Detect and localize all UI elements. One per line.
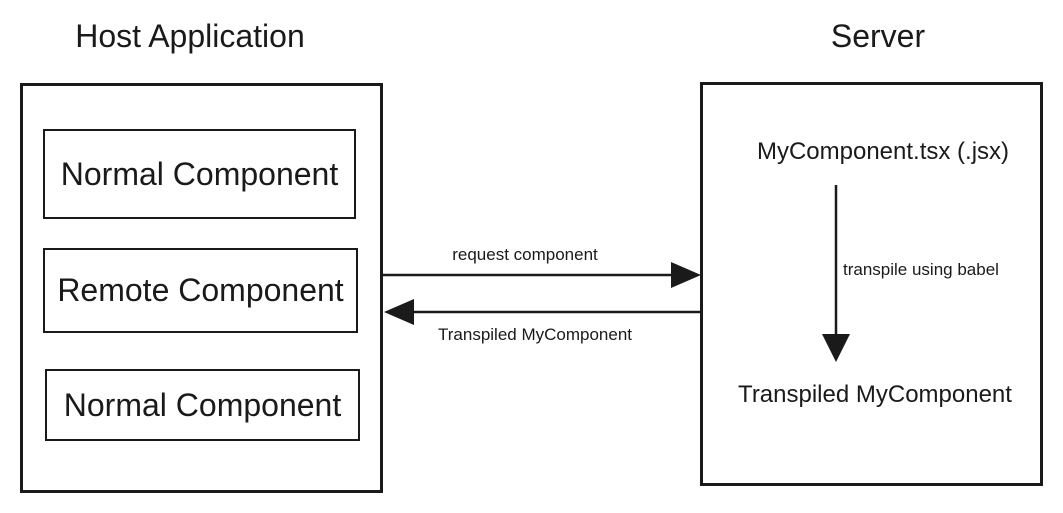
remote-component-box: Remote Component [43, 248, 358, 333]
response-arrow [384, 299, 700, 325]
host-application-title: Host Application [75, 18, 305, 54]
response-arrow-label: Transpiled MyComponent [437, 325, 633, 344]
request-arrow [383, 262, 701, 288]
normal-component-box-1: Normal Component [43, 129, 356, 219]
transpile-arrow-label: transpile using babel [843, 260, 999, 279]
server-transpiled-result-node: Transpiled MyComponent [738, 381, 1012, 408]
normal-component-label-2: Normal Component [63, 386, 342, 423]
server-box [700, 82, 1043, 486]
server-title: Server [830, 18, 926, 54]
normal-component-label-1: Normal Component [60, 155, 339, 192]
normal-component-box-2: Normal Component [45, 369, 360, 441]
remote-component-label: Remote Component [57, 272, 344, 308]
server-source-file-node: MyComponent.tsx (.jsx) [756, 138, 1010, 165]
request-arrow-label: request component [452, 245, 598, 264]
